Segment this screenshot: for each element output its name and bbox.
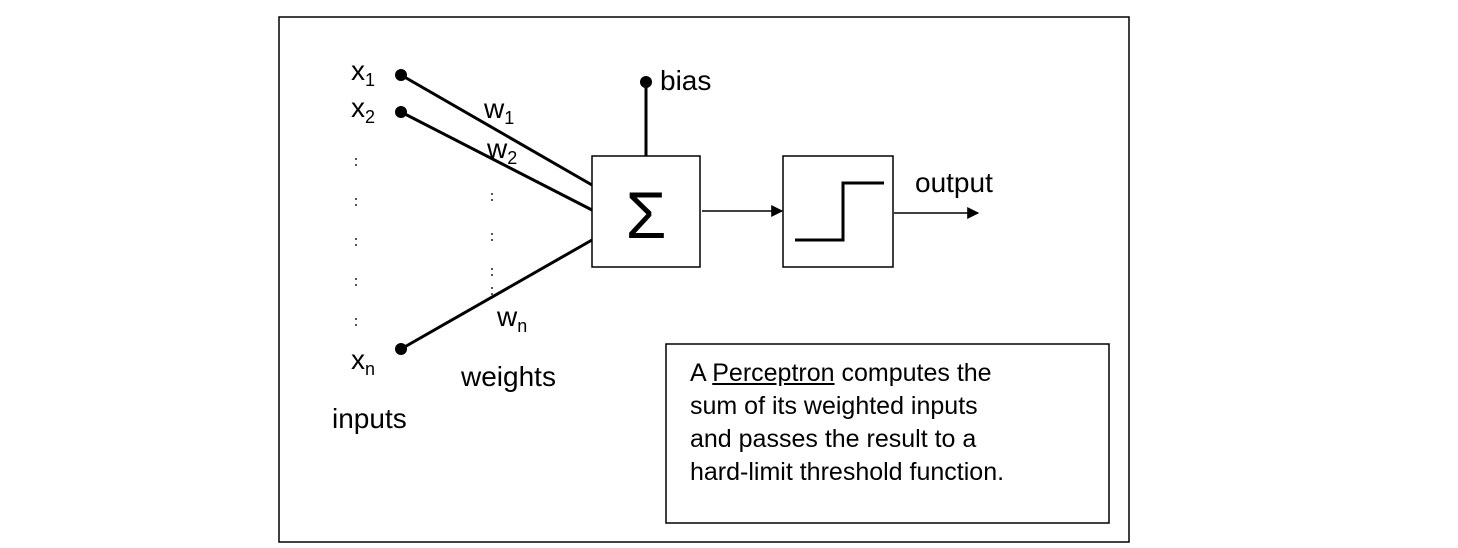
weight-label-w2: w2	[486, 133, 517, 168]
inputs-label: inputs	[332, 403, 407, 434]
output-label: output	[915, 167, 993, 198]
input-label-x2: x2	[351, 92, 375, 127]
caption-line-4: hard-limit threshold function.	[690, 458, 1005, 486]
step-function-icon	[795, 181, 884, 242]
weight-ellipsis	[491, 193, 493, 295]
input-ellipsis	[355, 158, 357, 326]
summation-box	[591, 155, 701, 268]
input-line-n	[400, 238, 593, 351]
input-node-2	[395, 106, 407, 118]
bias-node	[640, 76, 652, 88]
caption-text: A Perceptron computes the sum of its wei…	[690, 357, 1130, 489]
sigma-symbol: Σ	[626, 178, 667, 252]
input-line-2	[400, 110, 593, 212]
weight-label-wn: wn	[496, 301, 527, 336]
weights-label: weights	[460, 361, 556, 392]
threshold-box	[782, 155, 894, 268]
caption-line-1: A Perceptron computes the	[690, 359, 992, 387]
bias-label: bias	[660, 65, 711, 96]
input-label-x1: x1	[351, 55, 375, 90]
caption-line-3: and passes the result to a	[690, 425, 977, 453]
perceptron-term: Perceptron	[712, 359, 835, 387]
caption-box	[665, 343, 1110, 524]
caption-line-2: sum of its weighted inputs	[690, 392, 978, 420]
input-line-1	[400, 73, 593, 187]
outer-frame	[278, 16, 1130, 543]
input-label-xn: xn	[351, 344, 375, 379]
input-node-1	[395, 69, 407, 81]
input-node-n	[395, 343, 407, 355]
weight-label-w1: w1	[483, 93, 514, 128]
